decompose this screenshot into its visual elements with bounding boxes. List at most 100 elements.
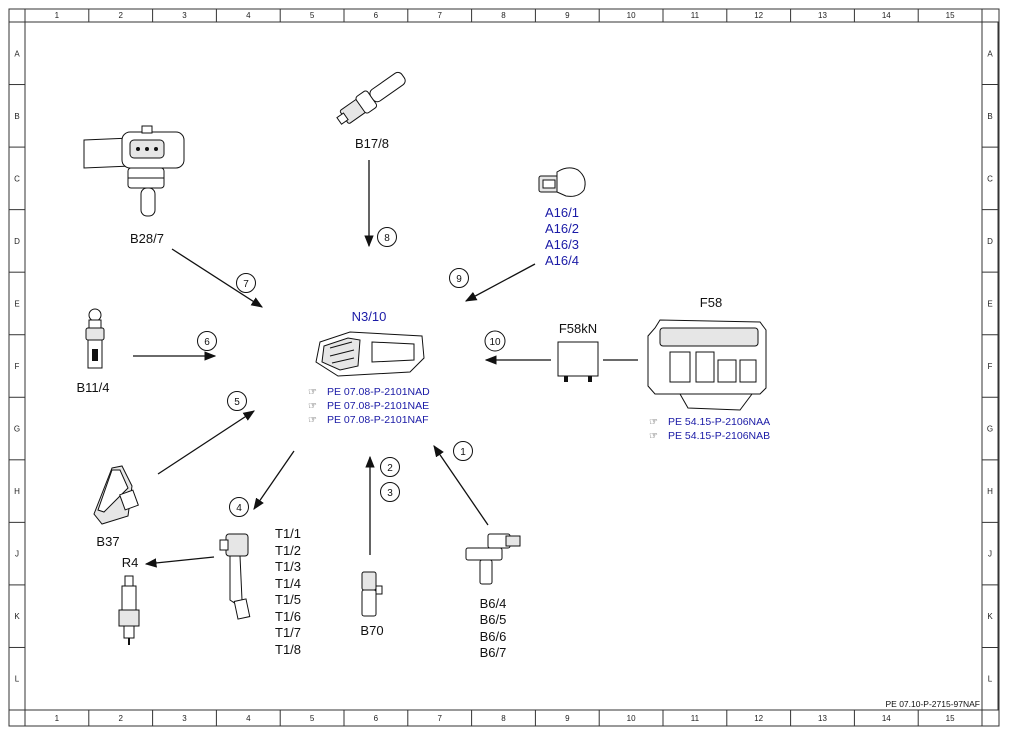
diagram-frame [8,8,1000,727]
grid-column-label: 5 [310,11,315,20]
svg-text:7: 7 [243,279,249,290]
t1-label-5: T1/5 [275,592,301,607]
grid-column-label: 15 [946,714,955,723]
grid-column-label: 13 [818,714,827,723]
r4-spark-plug-illustration [118,575,140,645]
n3-10-ecu-illustration [315,331,425,377]
f58-ref-icon-2: ☞ [649,431,658,442]
grid-column-label: 1 [55,714,60,723]
grid-row-label: K [987,612,993,621]
grid-column-label: 1 [55,11,60,20]
marker-7: 7 [236,273,256,293]
arrow-n3-10-to-t1 [253,450,295,510]
n3-10-references: ☞ PE 07.08-P-2101NAD ☞ PE 07.08-P-2101NA… [308,386,430,426]
b70-label: B70 [360,623,383,638]
grid-column-label: 3 [182,714,187,723]
grid-row-label: B [987,112,992,121]
b17-8-sensor-illustration [336,71,406,125]
grid-row-label: F [15,362,20,371]
b70-sensor-illustration [361,571,383,617]
a16-label-4: A16/4 [545,253,579,268]
grid-row-label: D [987,237,993,246]
grid-column-label: 4 [246,11,251,20]
f58-label: F58 [700,295,722,310]
grid-column-label: 11 [691,714,700,723]
n3-10-ref-icon-2: ☞ [308,401,317,412]
marker-5: 5 [227,391,247,411]
grid-column-label: 12 [754,714,763,723]
grid-column-label: 7 [437,714,442,723]
svg-text:6: 6 [204,337,210,348]
n3-10-ref-2: PE 07.08-P-2101NAE [327,400,429,412]
grid-column-ticks [88,9,919,726]
grid-column-label: 2 [118,11,123,20]
grid-column-label: 11 [691,11,700,20]
b6-label-3: B6/6 [480,629,507,644]
marker-2: 2 [380,457,400,477]
marker-6: 6 [197,331,217,351]
t1-label-4: T1/4 [275,576,301,591]
grid-column-label: 5 [310,714,315,723]
grid-column-label: 6 [374,714,379,723]
n3-10-ref-3: PE 07.08-P-2101NAF [327,414,429,426]
grid-column-label: 9 [565,11,570,20]
grid-column-label: 8 [501,11,506,20]
t1-labels: T1/1 T1/2 T1/3 T1/4 T1/5 T1/6 T1/7 T1/8 [275,526,301,657]
t1-label-2: T1/2 [275,543,301,558]
n3-10-ref-icon-1: ☞ [308,387,317,398]
marker-8: 8 [377,227,397,247]
a16-label-2: A16/2 [545,221,579,236]
grid-row-label: E [987,299,992,308]
t1-label-8: T1/8 [275,642,301,657]
marker-3: 3 [380,482,400,502]
grid-column-label: 13 [818,11,827,20]
t1-label-7: T1/7 [275,625,301,640]
r4-label: R4 [122,555,139,570]
grid-row-label: G [14,425,20,434]
b6-camshaft-sensor-illustration [465,533,521,585]
f58-fusebox-illustration [647,319,767,411]
arrow-markers: 1 2 3 4 5 6 7 8 9 10 [197,227,506,517]
grid-row-label: E [14,299,19,308]
grid-row-label: K [14,612,20,621]
grid-column-label: 6 [374,11,379,20]
b28-7-label: B28/7 [130,231,164,246]
arrow-t1-to-r4 [144,556,215,568]
grid-row-label: A [987,49,993,58]
arrow-a16-to-n3-10 [464,263,536,302]
b11-4-label: B11/4 [76,380,109,395]
grid-row-label: H [14,487,20,496]
grid-column-label: 4 [246,714,251,723]
grid-row-label: J [988,550,992,559]
grid-row-label: C [987,174,993,183]
marker-10: 10 [484,330,506,352]
grid-row-label: C [14,174,20,183]
b28-7-sensor-illustration [83,125,185,217]
b6-label-4: B6/7 [480,645,507,660]
t1-label-6: T1/6 [275,609,301,624]
b6-labels: B6/4 B6/5 B6/6 B6/7 [480,596,507,660]
svg-text:4: 4 [236,503,242,514]
grid-column-label: 7 [437,11,442,20]
arrow-b28-7-to-n3-10 [171,248,263,308]
grid-column-label: 10 [627,714,636,723]
b11-4-sensor-illustration [85,308,105,369]
grid-row-ticks [9,84,999,648]
a16-label-3: A16/3 [545,237,579,252]
marker-1: 1 [453,441,473,461]
arrow-b37-to-n3-10 [157,410,255,475]
grid-row-label: D [14,237,20,246]
grid-row-label: A [14,49,20,58]
grid-column-label: 9 [565,714,570,723]
grid-column-label: 3 [182,11,187,20]
b17-8-label: B17/8 [355,136,389,151]
a16-label-1: A16/1 [545,205,579,220]
marker-4: 4 [229,497,249,517]
f58-ref-1: PE 54.15-P-2106NAA [668,416,770,428]
grid-row-label: J [15,550,19,559]
a16-labels: A16/1 A16/2 A16/3 A16/4 [545,205,579,268]
b6-label-2: B6/5 [480,612,507,627]
f58-ref-2: PE 54.15-P-2106NAB [668,430,770,442]
grid-row-label: L [988,675,993,684]
b37-pedal-illustration [93,465,139,525]
